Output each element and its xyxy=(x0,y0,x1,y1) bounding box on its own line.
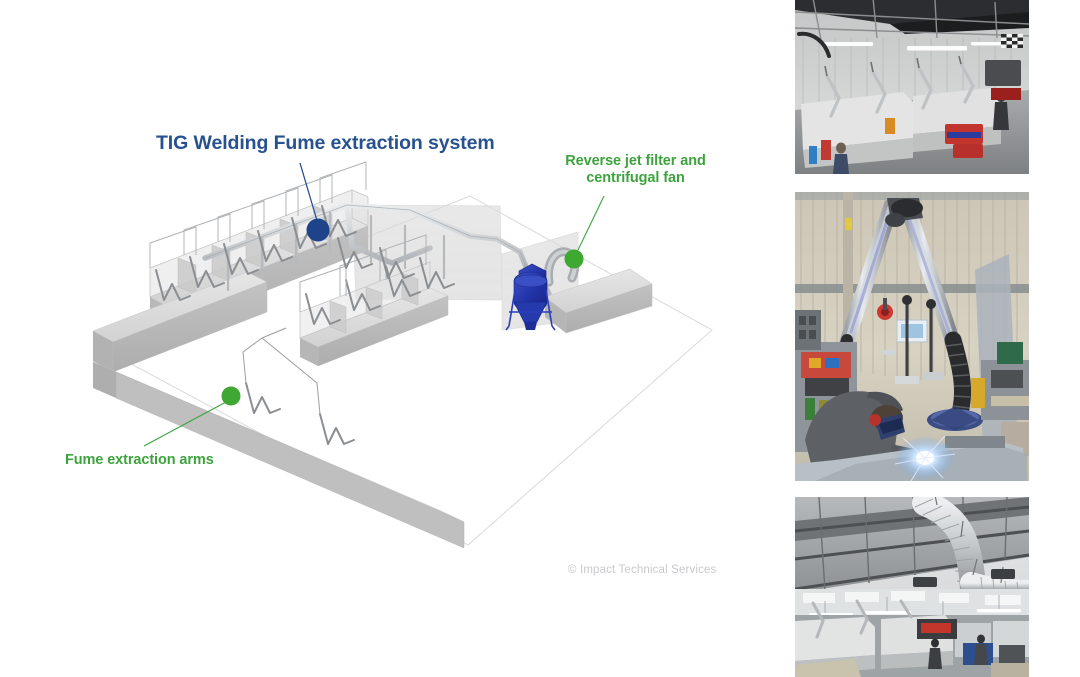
arm-support-rails xyxy=(149,161,367,268)
fume-extraction-arms-front xyxy=(245,382,355,445)
arm-support-rails-front xyxy=(242,327,321,415)
photo-welder-at-work-image xyxy=(795,192,1029,481)
callout-label-tig-welding-system: TIG Welding Fume extraction system xyxy=(156,132,495,154)
photo-ductwork-ceiling xyxy=(795,497,1029,677)
photo-workshop-overview xyxy=(795,0,1029,174)
ducting-main-outline xyxy=(204,204,529,273)
fume-extraction-arms-right xyxy=(337,237,455,289)
fume-extraction-diagram: TIG Welding Fume extraction system Rever… xyxy=(65,132,717,576)
workbench-row-front xyxy=(92,271,465,549)
callout-marker-tig-welding-system[interactable] xyxy=(306,218,330,242)
fume-extraction-arms-mid xyxy=(305,265,421,325)
copyright-notice: © Impact Technical Services xyxy=(568,564,717,576)
callout-marker-fume-extraction-arms[interactable] xyxy=(221,386,241,406)
arm-support-rails-mid xyxy=(299,234,427,312)
welder-figure xyxy=(805,391,923,464)
photo-workshop-overview-image xyxy=(795,0,1029,174)
photo-column xyxy=(795,0,1029,677)
reverse-jet-filter-unit xyxy=(505,247,580,331)
workbench-row-right xyxy=(544,268,653,334)
callout-label-reverse-jet-filter: Reverse jet filter and centrifugal fan xyxy=(565,153,706,187)
callout-label-fume-extraction-arms: Fume extraction arms xyxy=(65,452,214,468)
photo-ductwork-ceiling-image xyxy=(795,497,1029,677)
diagram-canvas xyxy=(92,161,713,549)
callout-marker-reverse-jet-filter[interactable] xyxy=(564,249,584,269)
photo-welder-at-work xyxy=(795,192,1029,481)
callout-leader-lines xyxy=(143,162,605,447)
